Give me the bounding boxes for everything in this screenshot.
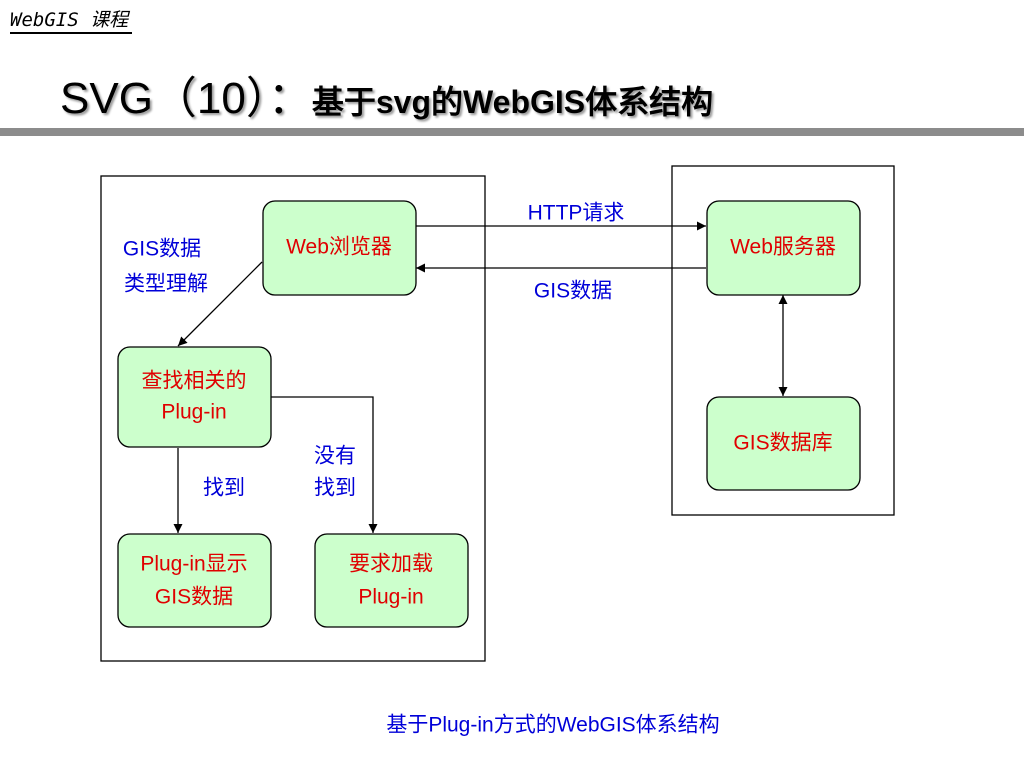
node-request-load: 要求加载 Plug-in (314, 533, 469, 628)
node-request-load-line1: 要求加载 (349, 553, 433, 576)
node-plugin-display-line1: Plug-in显示 (140, 553, 247, 576)
label-gis-data: GIS数据 (534, 280, 612, 303)
node-gis-database: GIS数据库 (706, 396, 861, 491)
label-data-type-line1: GIS数据 (123, 238, 201, 261)
node-request-load-line2: Plug-in (358, 586, 423, 609)
label-not-found-line2: 找到 (314, 477, 356, 500)
label-found: 找到 (203, 477, 245, 500)
diagram-caption: 基于Plug-in方式的WebGIS体系结构 (386, 714, 719, 737)
label-not-found-line1: 没有 (314, 445, 356, 468)
node-find-plugin-line2: Plug-in (161, 401, 226, 424)
node-web-browser-label: Web浏览器 (286, 236, 392, 259)
page-title-main: SVG（10）： (60, 74, 312, 123)
edge-not-found (271, 396, 378, 533)
node-plugin-display-line2: GIS数据 (155, 586, 233, 609)
server-frame (671, 165, 895, 516)
node-gis-database-label: GIS数据库 (733, 432, 832, 455)
node-web-browser: Web浏览器 (262, 200, 417, 296)
client-frame (100, 175, 486, 662)
course-tag: WebGIS 课程 (10, 8, 133, 34)
node-find-plugin: 查找相关的 Plug-in (117, 346, 272, 448)
page-title: SVG（10）：基于svg的WebGIS体系结构 (60, 70, 713, 128)
node-web-server-label: Web服务器 (730, 236, 836, 259)
label-http-request: HTTP请求 (528, 202, 625, 225)
node-web-server: Web服务器 (706, 200, 861, 296)
edge-data-type (177, 261, 263, 347)
label-data-type-line2: 类型理解 (124, 273, 208, 296)
title-divider (0, 128, 1024, 136)
node-plugin-display: Plug-in显示 GIS数据 (117, 533, 272, 628)
page-title-sub: 基于svg的WebGIS体系结构 (311, 84, 714, 120)
node-find-plugin-line1: 查找相关的 (142, 370, 247, 393)
